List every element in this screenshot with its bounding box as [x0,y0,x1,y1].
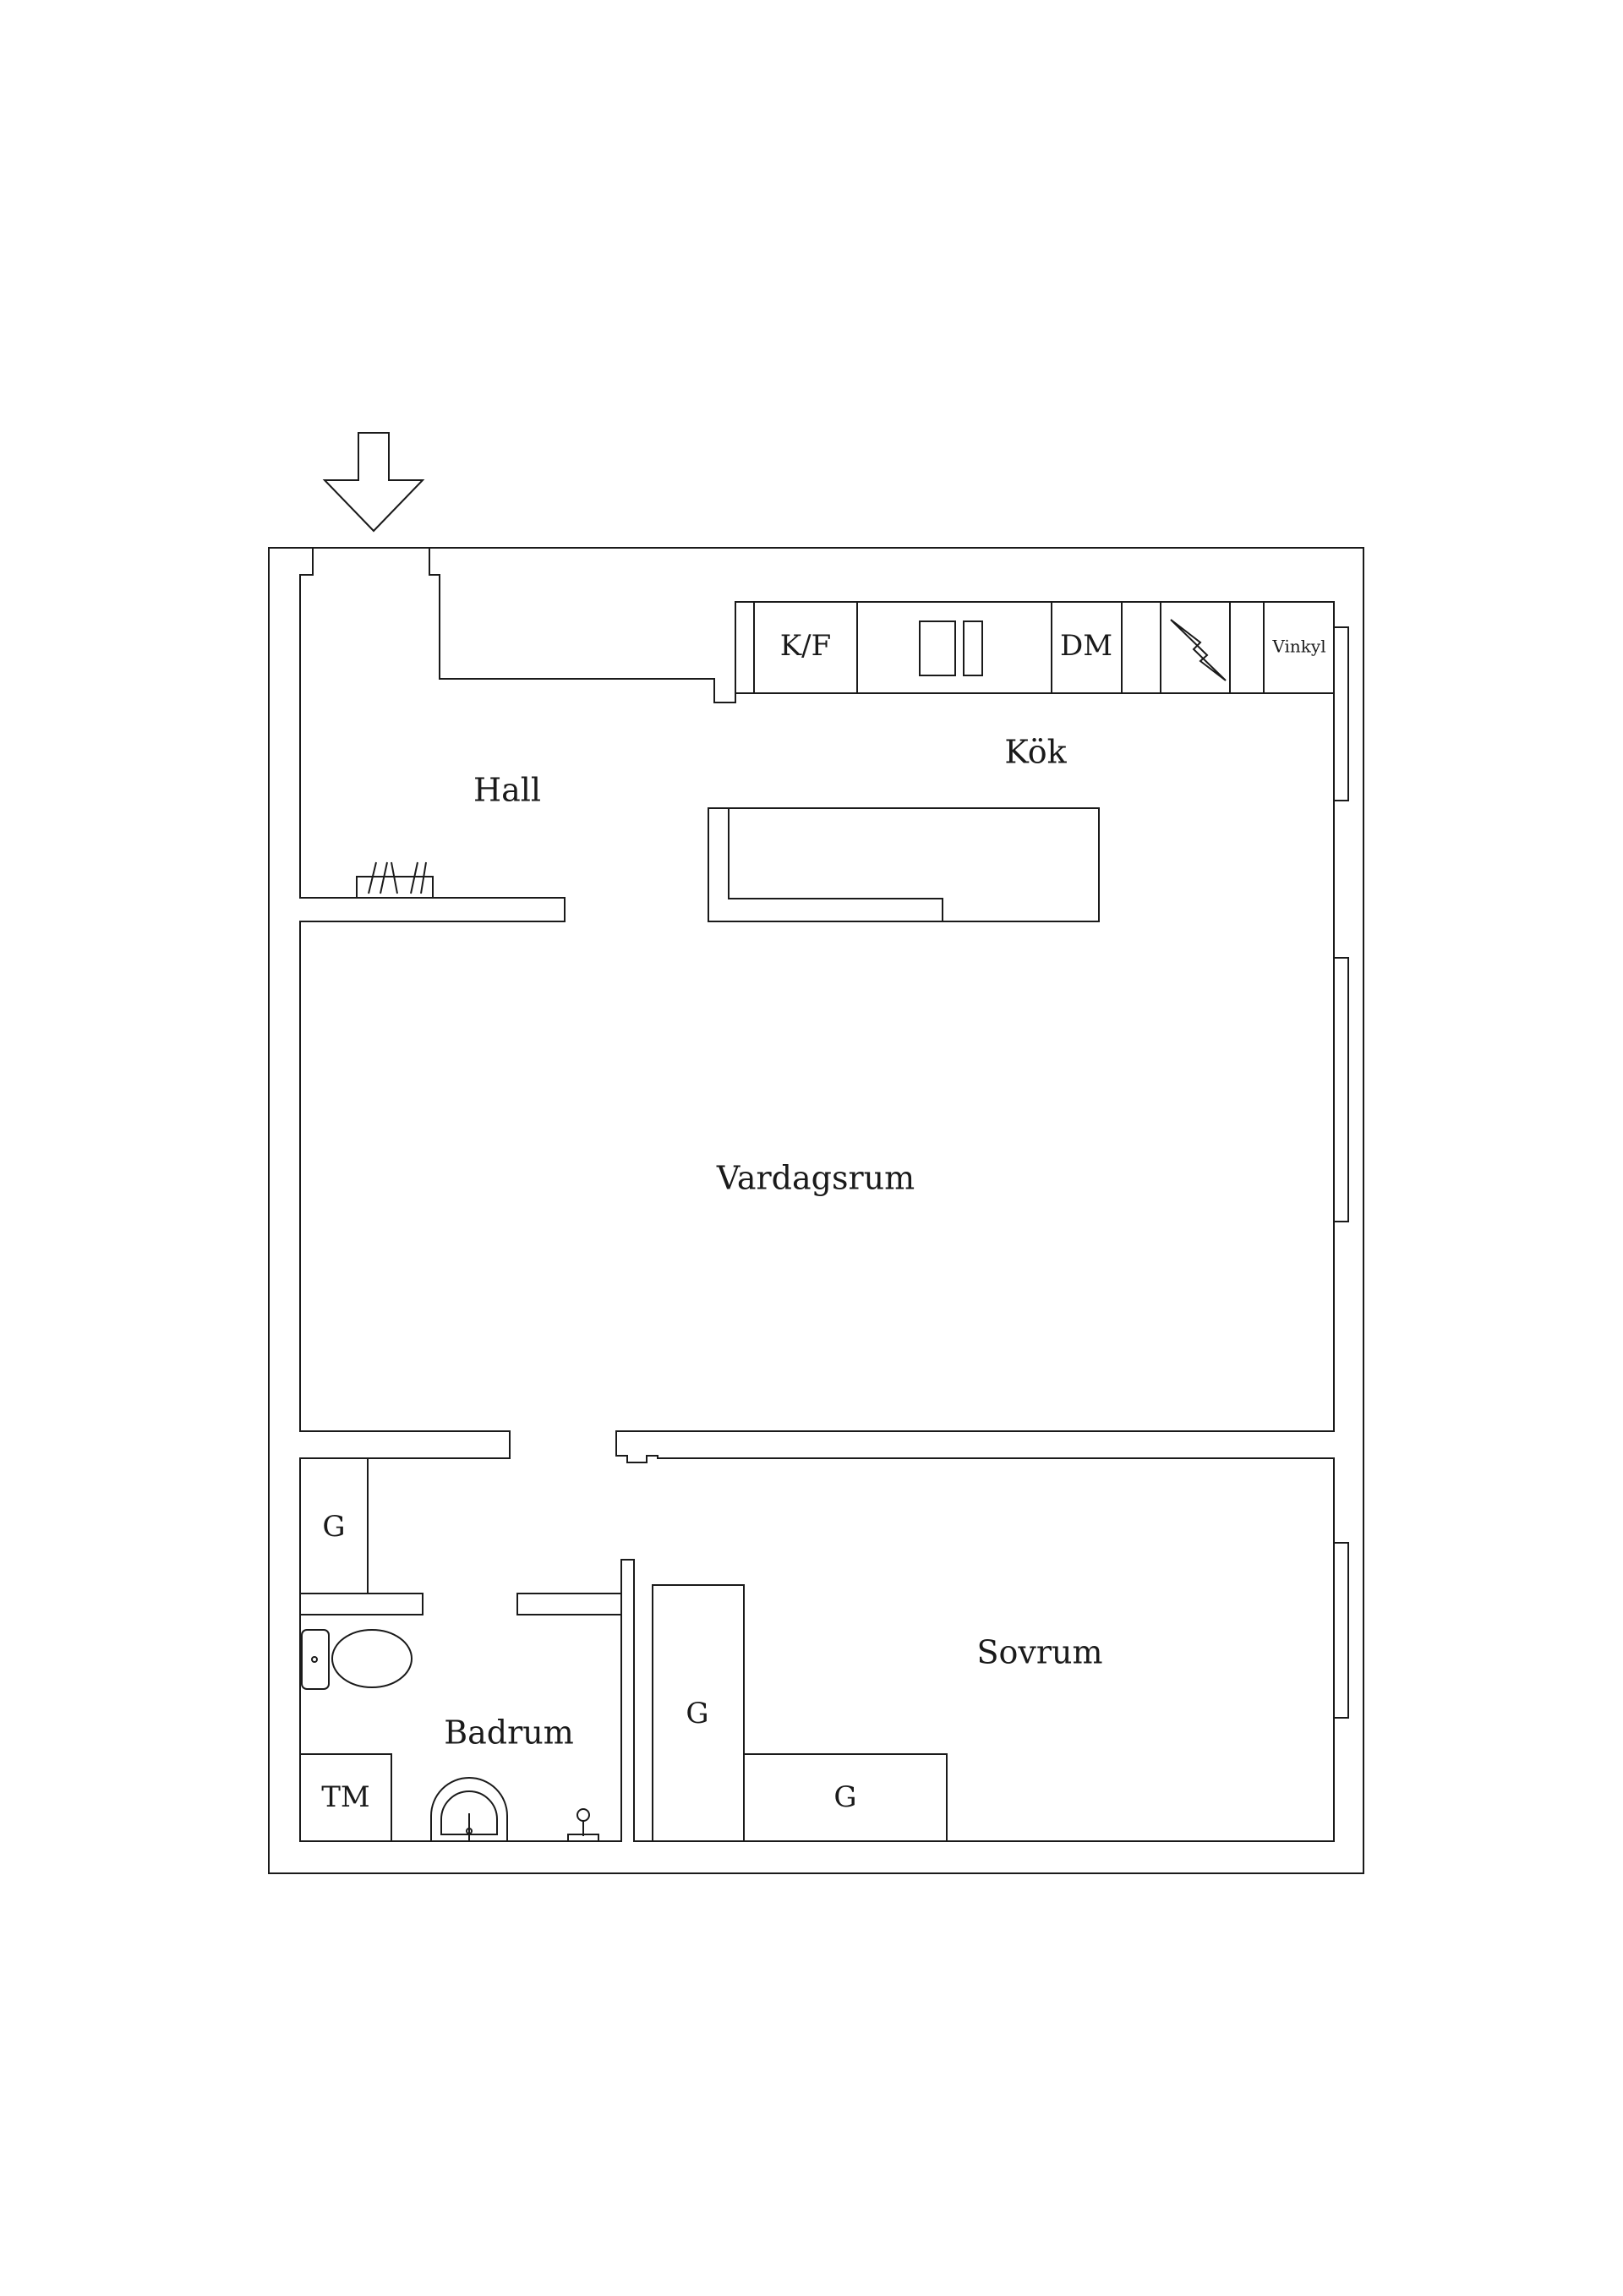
kitchen-sink-icon [919,620,983,676]
laundry-box [299,1753,392,1842]
room-label-kitchen: Kök [1004,734,1067,771]
wine-fridge-label: Vinkyl [1271,637,1325,657]
wardrobe-label-bedroom-1: G [686,1697,708,1730]
room-label-living: Vardagsrum [716,1160,915,1197]
coat-rack-icon [356,861,434,899]
wardrobe-label-bedroom-2: G [833,1780,856,1814]
outer-wall [268,547,1364,1874]
kitchen-counter [735,601,1335,694]
shower-icon [567,1808,599,1841]
stove-icon [1170,619,1227,681]
room-label-bath: Badrum [444,1714,574,1752]
bedroom-wardrobes [652,1584,948,1842]
fridge-freezer-label: K/F [780,629,831,663]
dishwasher-label: DM [1060,629,1112,663]
bath-wardrobe-wall [300,1457,622,1615]
wardrobe-label-hall: G [322,1510,345,1544]
entrance-arrow-icon [322,432,425,533]
room-label-hall: Hall [473,772,541,809]
kitchen-island [708,807,1100,922]
sink-icon [430,1777,508,1841]
toilet-icon [301,1629,413,1690]
windows [1333,626,1349,1719]
room-label-bedroom: Sovrum [976,1634,1102,1671]
laundry-label: TM [321,1780,370,1814]
